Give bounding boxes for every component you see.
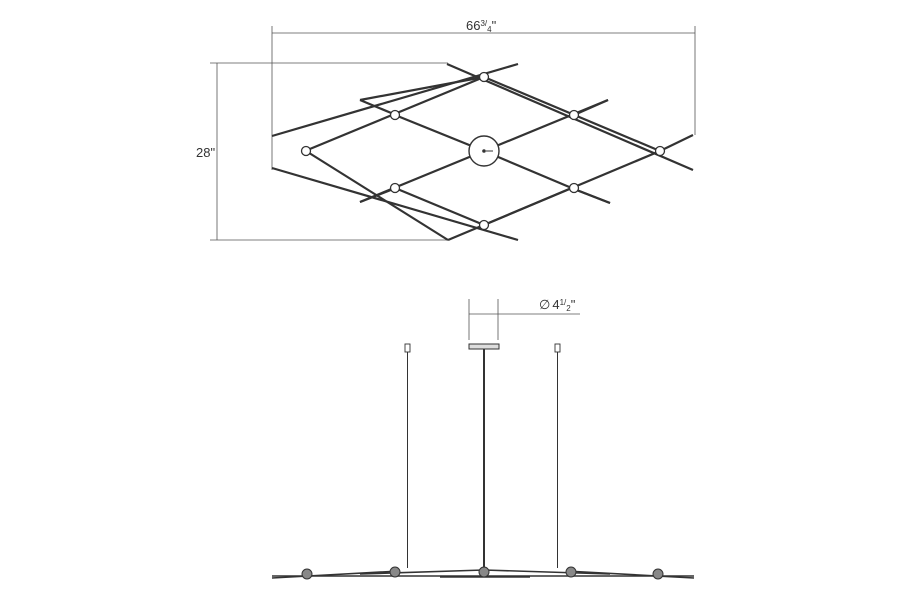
light-node-side (565, 566, 577, 578)
lattice-rod (359, 98, 397, 117)
light-node (654, 145, 666, 157)
top-view: 663/4" 28" (196, 18, 696, 242)
canopy-diameter-label: ∅41/2" (539, 297, 576, 313)
side-view-nodes (301, 566, 664, 580)
canopy-center-point (482, 149, 486, 153)
width-dimension (271, 26, 696, 170)
lattice-rod (659, 134, 694, 152)
lattice-nodes (300, 71, 666, 231)
left-ceiling-cap (404, 343, 411, 353)
right-ceiling-cap (554, 343, 561, 353)
lattice-rod (483, 149, 575, 191)
lattice-rod (394, 113, 485, 153)
lattice-rod (573, 187, 611, 205)
side-view: ∅41/2" (271, 297, 695, 580)
canopy-side-view (468, 343, 500, 350)
light-node (300, 145, 312, 157)
light-node (478, 71, 490, 83)
light-node (478, 219, 490, 231)
light-node (568, 182, 580, 194)
light-node (389, 109, 401, 121)
light-node-side (478, 566, 490, 578)
height-dimension (210, 62, 448, 241)
light-node (568, 109, 580, 121)
width-label: 663/4" (466, 18, 497, 34)
light-node-side (389, 566, 401, 578)
canopy-dimension (468, 299, 580, 340)
height-label: 28" (196, 145, 215, 160)
lattice-rod (573, 98, 609, 117)
light-node-side (652, 568, 664, 580)
lattice-rod (359, 186, 397, 204)
light-node-side (301, 568, 313, 580)
lattice-rod (394, 186, 485, 227)
light-node (389, 182, 401, 194)
lattice-rod (359, 75, 485, 102)
